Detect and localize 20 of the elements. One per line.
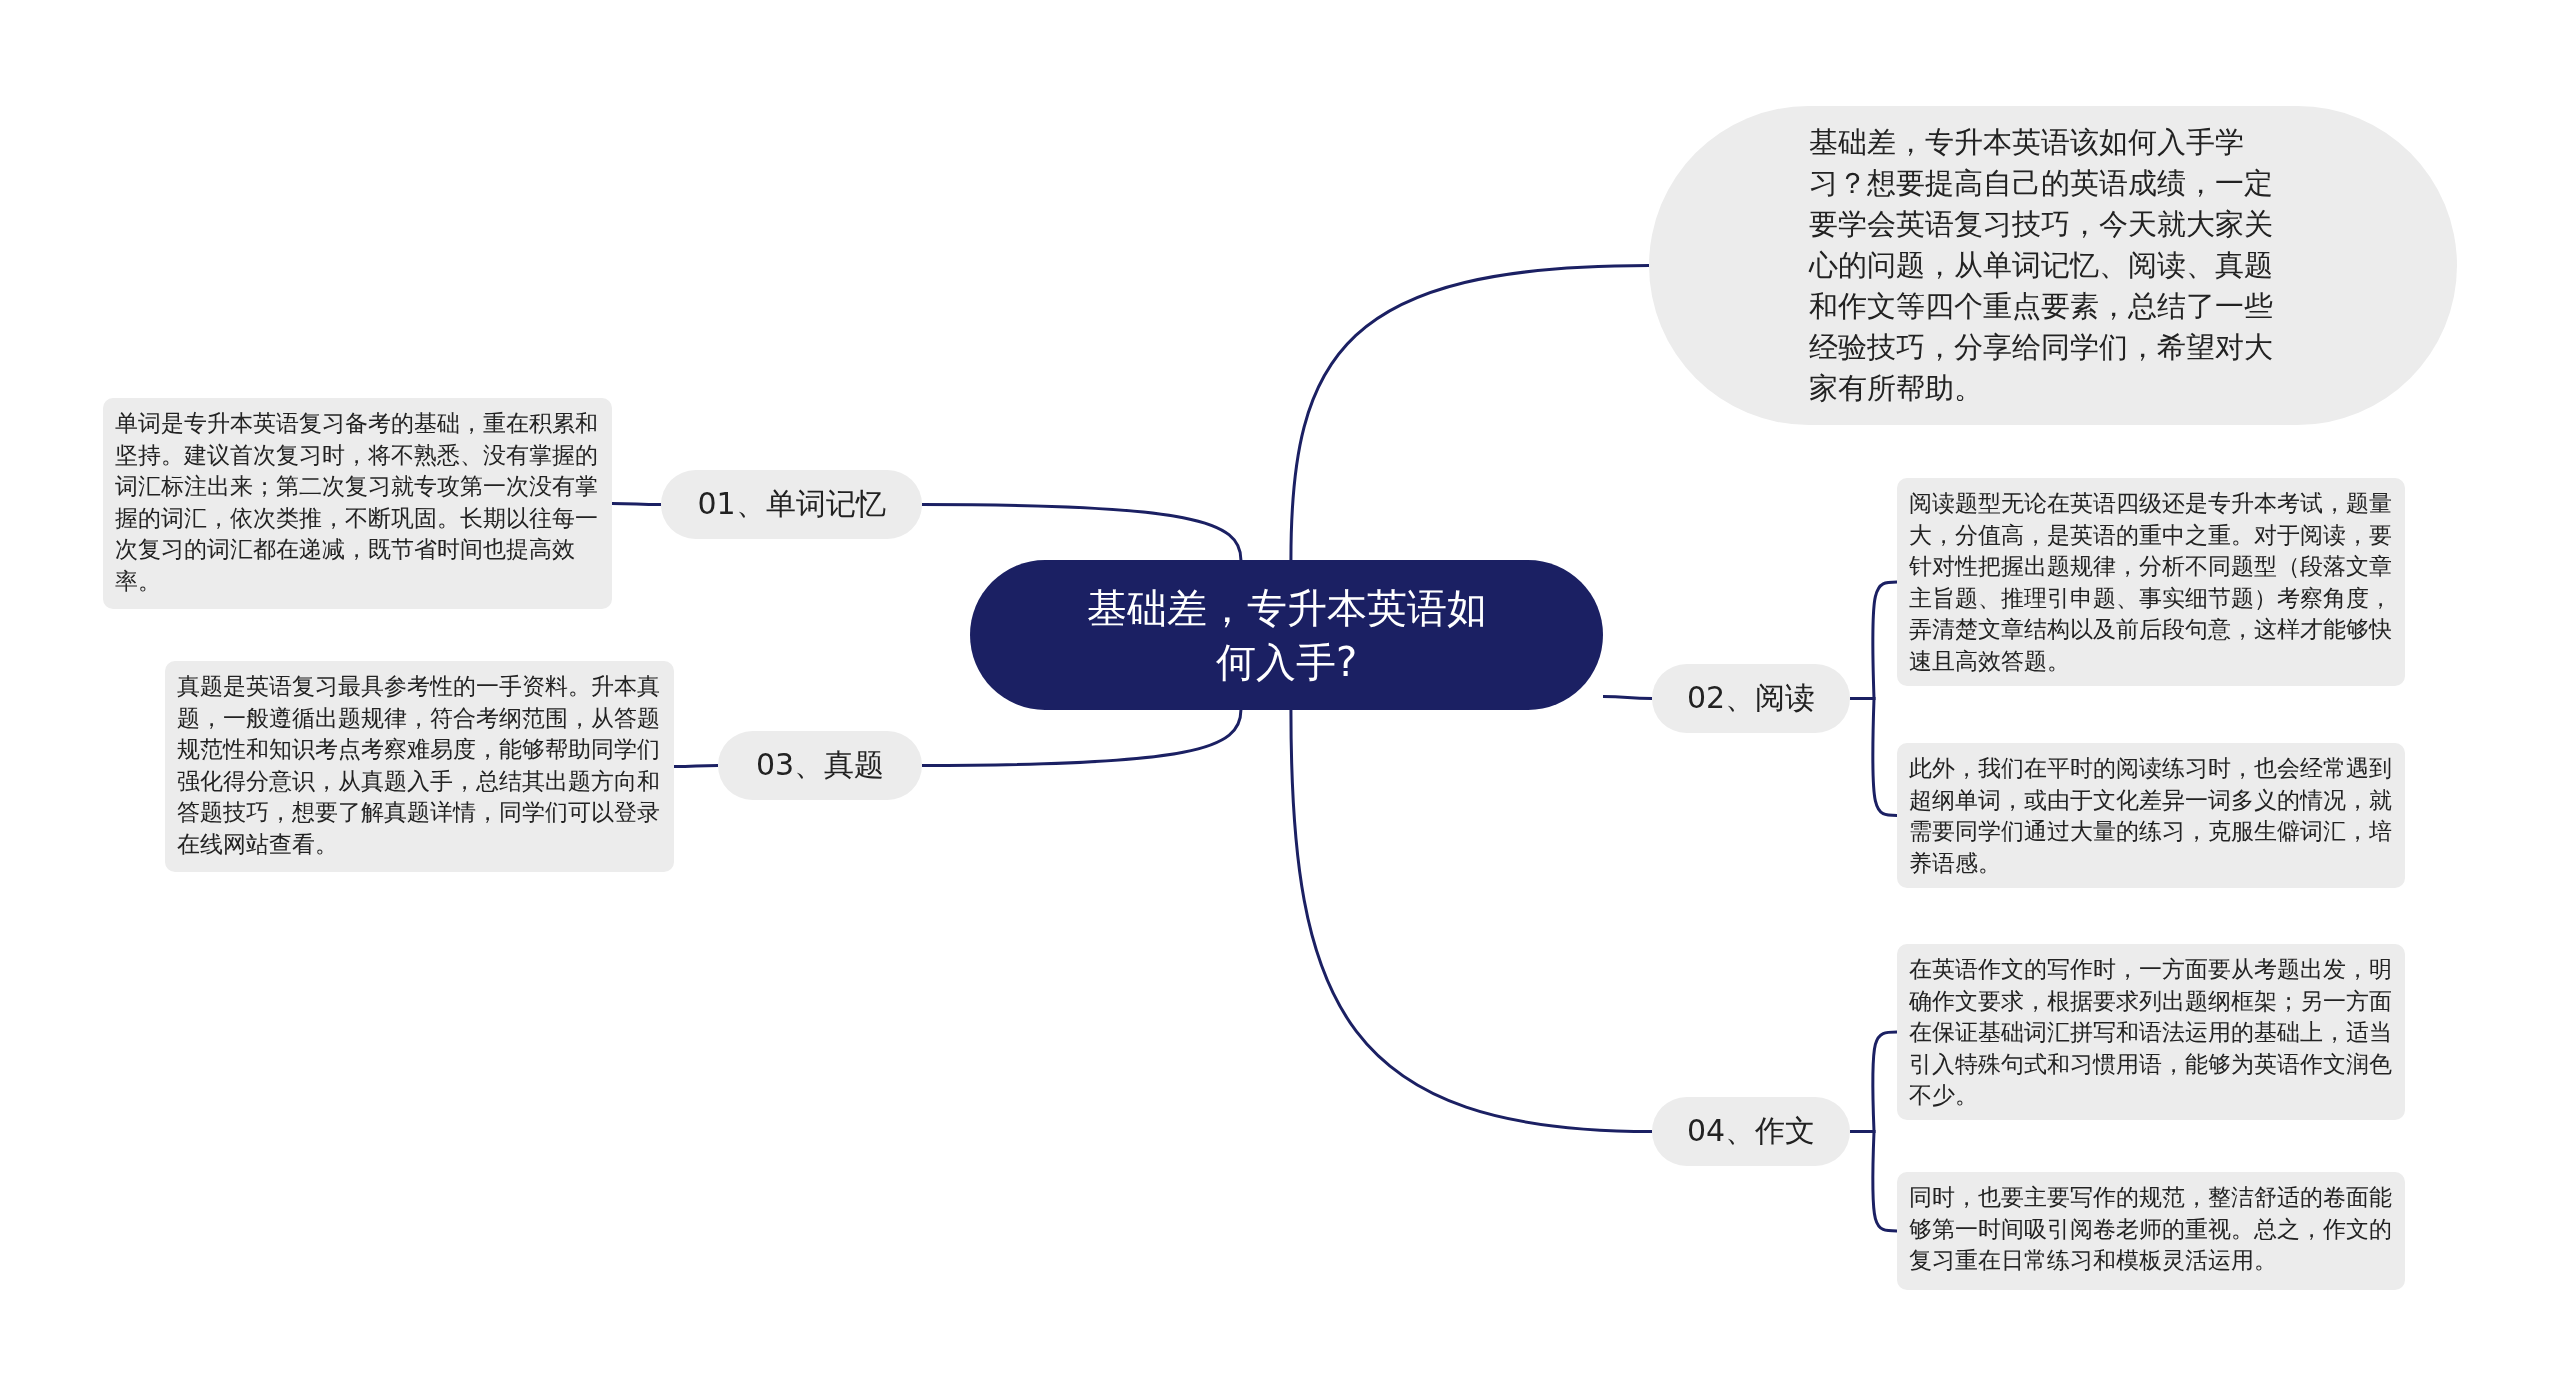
- connector-line: [612, 502, 661, 506]
- branch-pill: 04、作文: [1652, 1097, 1850, 1166]
- connector-line: [1289, 709, 1653, 1133]
- connector-line: [1850, 697, 1898, 817]
- branch-pill: 01、单词记忆: [661, 470, 922, 539]
- connector-line: [1603, 695, 1652, 700]
- connector-line: [922, 503, 1243, 561]
- central-topic: 基础差，专升本英语如何入手?: [970, 560, 1603, 710]
- connector-line: [1289, 264, 1650, 561]
- note-card: 同时，也要主要写作的规范，整洁舒适的卷面能够第一时间吸引阅卷老师的重视。总之，作文的复习重在日常练习和模板灵活运用。: [1897, 1172, 2405, 1290]
- note-card: 真题是英语复习最具参考性的一手资料。升本真题，一般遵循出题规律，符合考纲范围，从答题规范性和知识考点考察难易度，能够帮助同学们强化得分意识，从真题入手，总结其出题方向和答题技巧，想要了解真题详情，同学们可以登录在线网站查看。: [165, 661, 674, 872]
- note-card: 单词是专升本英语复习备考的基础，重在积累和坚持。建议首次复习时，将不熟悉、没有掌握的词汇标注出来；第二次复习就专攻第一次没有掌握的词汇，依次类推，不断巩固。长期以往每一次复习的词汇都在递减，既节省时间也提高效率。: [103, 398, 612, 609]
- note-card: 在英语作文的写作时，一方面要从考题出发，明确作文要求，根据要求列出题纲框架；另一方面在保证基础词汇拼写和语法运用的基础上，适当引入特殊句式和习惯用语，能够为英语作文润色不少。: [1897, 944, 2405, 1120]
- note-card: 此外，我们在平时的阅读练习时，也会经常遇到超纲单词，或由于文化差异一词多义的情况，就需要同学们通过大量的练习，克服生僻词汇，培养语感。: [1897, 743, 2405, 888]
- note-card: 阅读题型无论在英语四级还是专升本考试，题量大，分值高，是英语的重中之重。对于阅读，要针对性把握出题规律，分析不同题型（段落文章主旨题、推理引申题、事实细节题）考察角度，弄清楚文章结构以及前后段句意，这样才能够快速且高效答题。: [1897, 478, 2405, 686]
- branch-pill: 03、真题: [718, 731, 922, 800]
- connector-line: [674, 764, 718, 768]
- connector-line: [922, 709, 1243, 767]
- intro-bubble: 基础差，专升本英语该如何入手学习？想要提高自己的英语成绩，一定要学会英语复习技巧，今天就大家关心的问题，从单词记忆、阅读、真题和作文等四个重点要素，总结了一些经验技巧，分享给同学们，希望对大家有所帮助。: [1649, 106, 2457, 425]
- branch-pill: 02、阅读: [1652, 664, 1850, 733]
